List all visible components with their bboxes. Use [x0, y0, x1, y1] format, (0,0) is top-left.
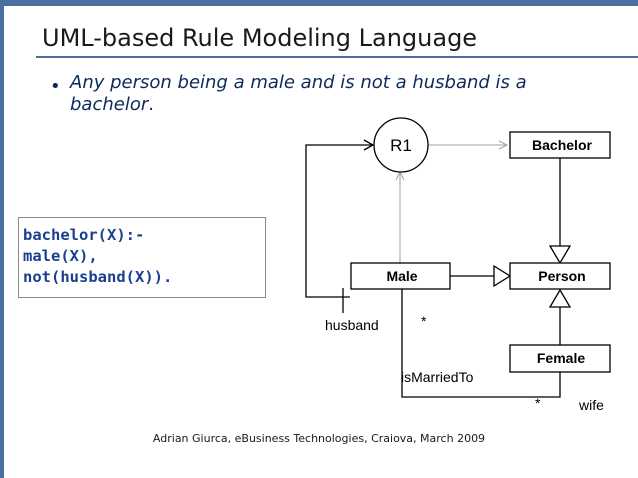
generalization-female-arrow — [548, 288, 572, 308]
bullet-text: Any person being a male and is not a hus… — [70, 72, 590, 116]
role-husband-label: husband — [325, 317, 379, 333]
association-ismarriedto — [401, 289, 561, 398]
class-person-label: Person — [538, 268, 585, 284]
dependency-r1-bachelor-arrow — [498, 140, 509, 150]
husband-negation-path — [305, 144, 372, 298]
role-wife-label: wife — [578, 397, 604, 413]
bullet-text-period: . — [148, 94, 154, 115]
class-person-box — [509, 262, 611, 290]
title-underline — [36, 56, 638, 58]
class-male-label: Male — [386, 268, 417, 284]
code-line-2: male(X), — [23, 247, 98, 265]
husband-negation-arrow — [363, 139, 375, 151]
generalization-male-arrow — [493, 264, 512, 288]
bullet-text-italic: Any person being a male and is not a hus… — [70, 72, 527, 115]
class-female-box — [509, 344, 611, 373]
generalization-bachelor-arrow — [548, 245, 572, 265]
class-bachelor-box — [509, 131, 611, 159]
slide-footer: Adrian Giurca, eBusiness Technologies, C… — [152, 432, 486, 445]
class-male-box — [350, 262, 451, 290]
slide-title: UML-based Rule Modeling Language — [42, 24, 478, 52]
bullet-marker: • — [50, 76, 61, 97]
code-line-1: bachelor(X):- — [23, 226, 145, 244]
slide-frame-left — [0, 0, 4, 478]
prolog-code-box: bachelor(X):- male(X), not(husband(X)). — [18, 217, 266, 298]
slide-frame-top — [0, 0, 638, 6]
husband-multiplicity: * — [421, 313, 427, 329]
code-line-3: not(husband(X)). — [23, 268, 173, 286]
class-bachelor-label: Bachelor — [532, 137, 592, 153]
rule-r1-label: R1 — [390, 136, 412, 155]
association-name-label: isMarriedTo — [401, 369, 474, 385]
class-female-label: Female — [537, 350, 585, 366]
wife-multiplicity: * — [535, 395, 541, 411]
